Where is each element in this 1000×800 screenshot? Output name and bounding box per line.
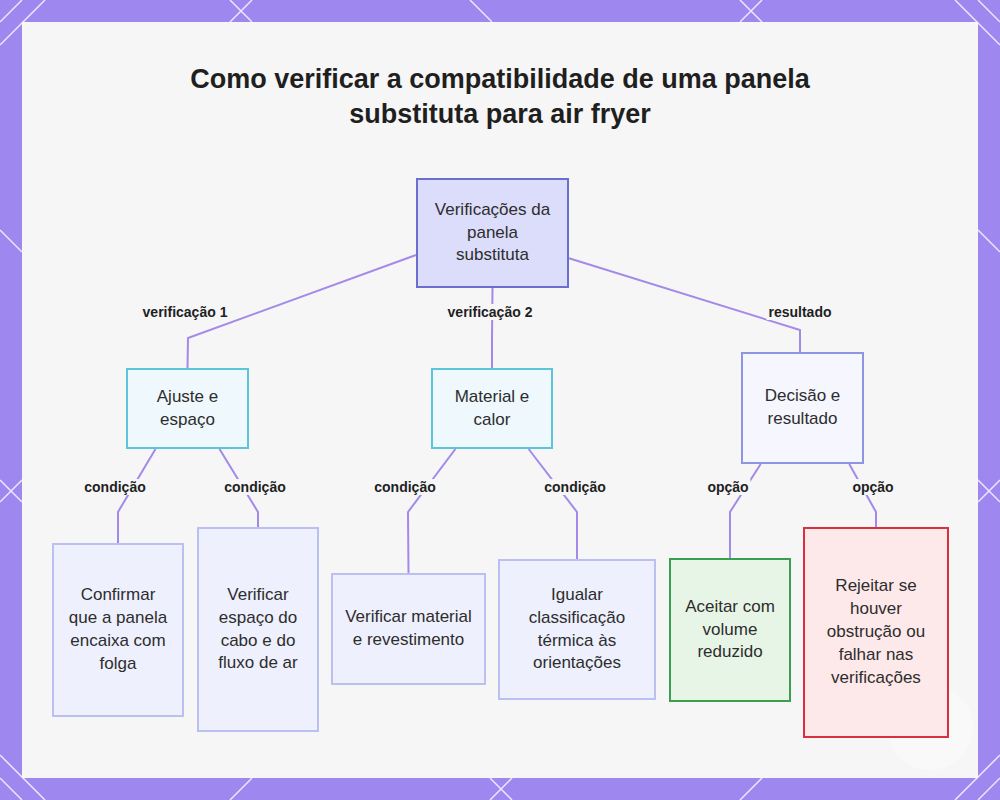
connector-line xyxy=(491,288,494,368)
condition-box: Rejeitar se houver obstrução ou falhar n… xyxy=(803,527,949,738)
category-box: Decisão e resultado xyxy=(741,352,864,464)
node-text: Decisão e resultado xyxy=(755,385,850,431)
connector-line xyxy=(408,449,455,573)
edge-label: condição xyxy=(372,479,437,495)
connector-line xyxy=(118,449,156,543)
condition-box: Aceitar com volume reduzido xyxy=(669,558,791,702)
node-text: Verificar material e revestimento xyxy=(345,606,472,652)
edge-label: condição xyxy=(222,479,287,495)
condition-box: Verificar material e revestimento xyxy=(331,573,486,685)
connector-line xyxy=(569,258,800,352)
edge-label: verificação 1 xyxy=(141,304,230,320)
category-box: Ajuste e espaço xyxy=(126,368,249,449)
condition-box: Verificar espaço do cabo e do fluxo de a… xyxy=(197,527,319,732)
node-text: Confirmar que a panela encaixa com folga xyxy=(66,584,170,676)
connector-line xyxy=(849,464,876,527)
edge-label: opção xyxy=(705,479,750,495)
root-box: Verificações da panela substituta xyxy=(416,178,569,288)
edge-label: condição xyxy=(82,479,147,495)
node-text: Verificações da panela substituta xyxy=(430,199,555,268)
node-text: Material e calor xyxy=(445,386,539,432)
edge-label: opção xyxy=(850,479,895,495)
node-text: Rejeitar se houver obstrução ou falhar n… xyxy=(817,575,935,690)
condition-box: Confirmar que a panela encaixa com folga xyxy=(52,543,184,717)
condition-box: Igualar classificação térmica às orienta… xyxy=(498,559,656,700)
edge-label: verificação 2 xyxy=(446,304,535,320)
node-text: Verificar espaço do cabo e do fluxo de a… xyxy=(211,584,305,676)
connector-line xyxy=(529,449,577,559)
edge-label: resultado xyxy=(766,304,833,320)
node-text: Ajuste e espaço xyxy=(140,386,235,432)
diagram-title: Como verificar a compatibilidade de uma … xyxy=(150,62,850,132)
category-box: Material e calor xyxy=(431,368,553,449)
node-text: Igualar classificação térmica às orienta… xyxy=(512,584,642,676)
node-text: Aceitar com volume reduzido xyxy=(683,596,777,665)
edge-label: condição xyxy=(542,479,607,495)
